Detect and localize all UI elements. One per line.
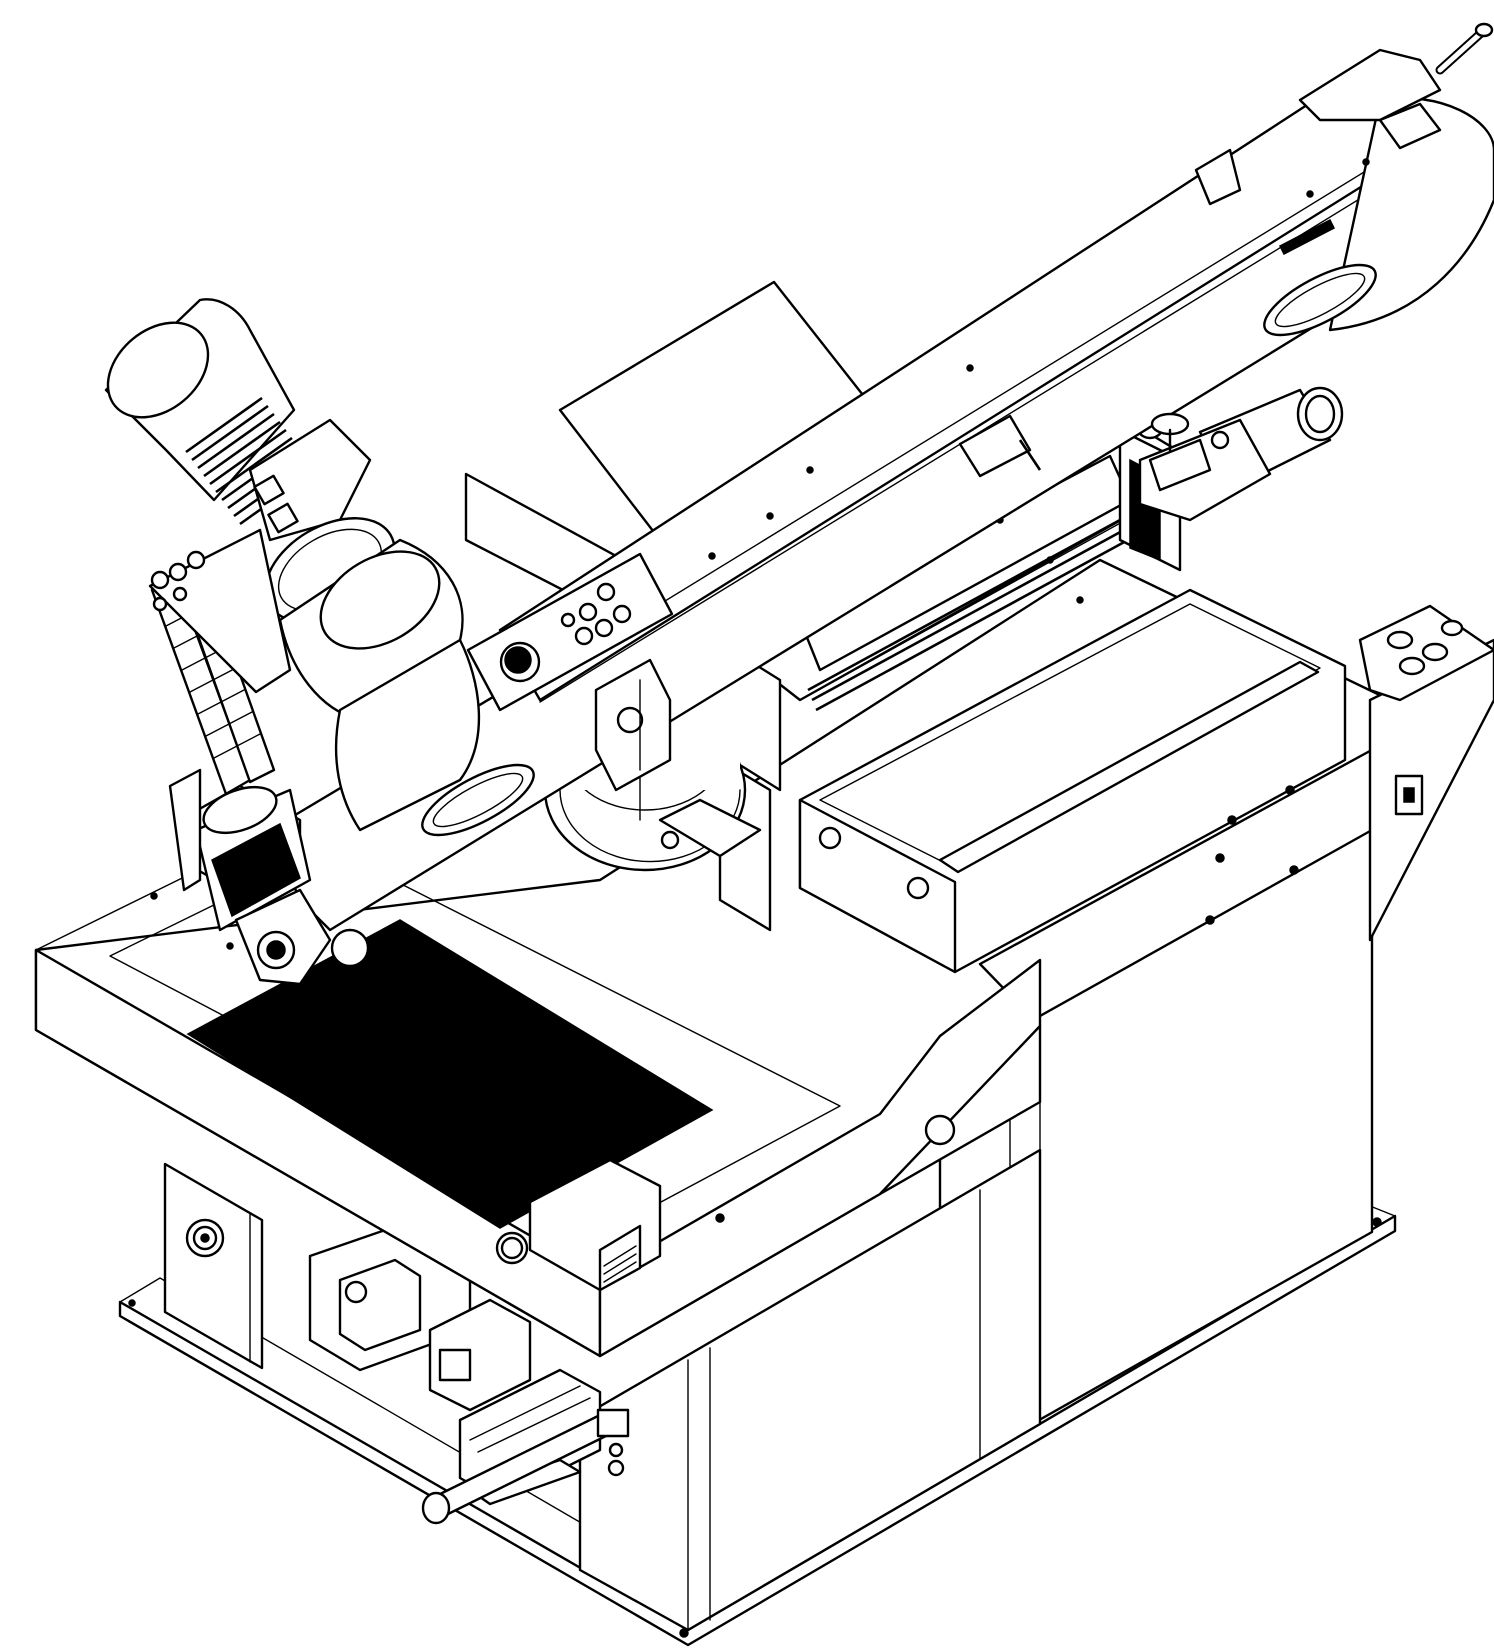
motor-fins — [186, 398, 316, 524]
vise-cover — [800, 590, 1345, 972]
control-faceplate — [468, 554, 672, 710]
handle-icon[interactable] — [423, 1410, 628, 1523]
left-leg — [165, 1164, 262, 1368]
blade-guide — [596, 660, 670, 790]
saw-bow — [270, 24, 1494, 930]
front-cabinet — [580, 1150, 1040, 1630]
spring-bellows — [150, 530, 290, 794]
rack-teeth — [808, 520, 1128, 710]
switch-icon[interactable] — [1396, 776, 1422, 814]
control-panel-icon[interactable] — [1360, 606, 1494, 700]
jaw-lever[interactable] — [1150, 414, 1210, 490]
adjust-handle[interactable] — [1440, 24, 1492, 70]
drill-motor-icon — [89, 299, 479, 830]
coolant-pump — [170, 770, 368, 984]
